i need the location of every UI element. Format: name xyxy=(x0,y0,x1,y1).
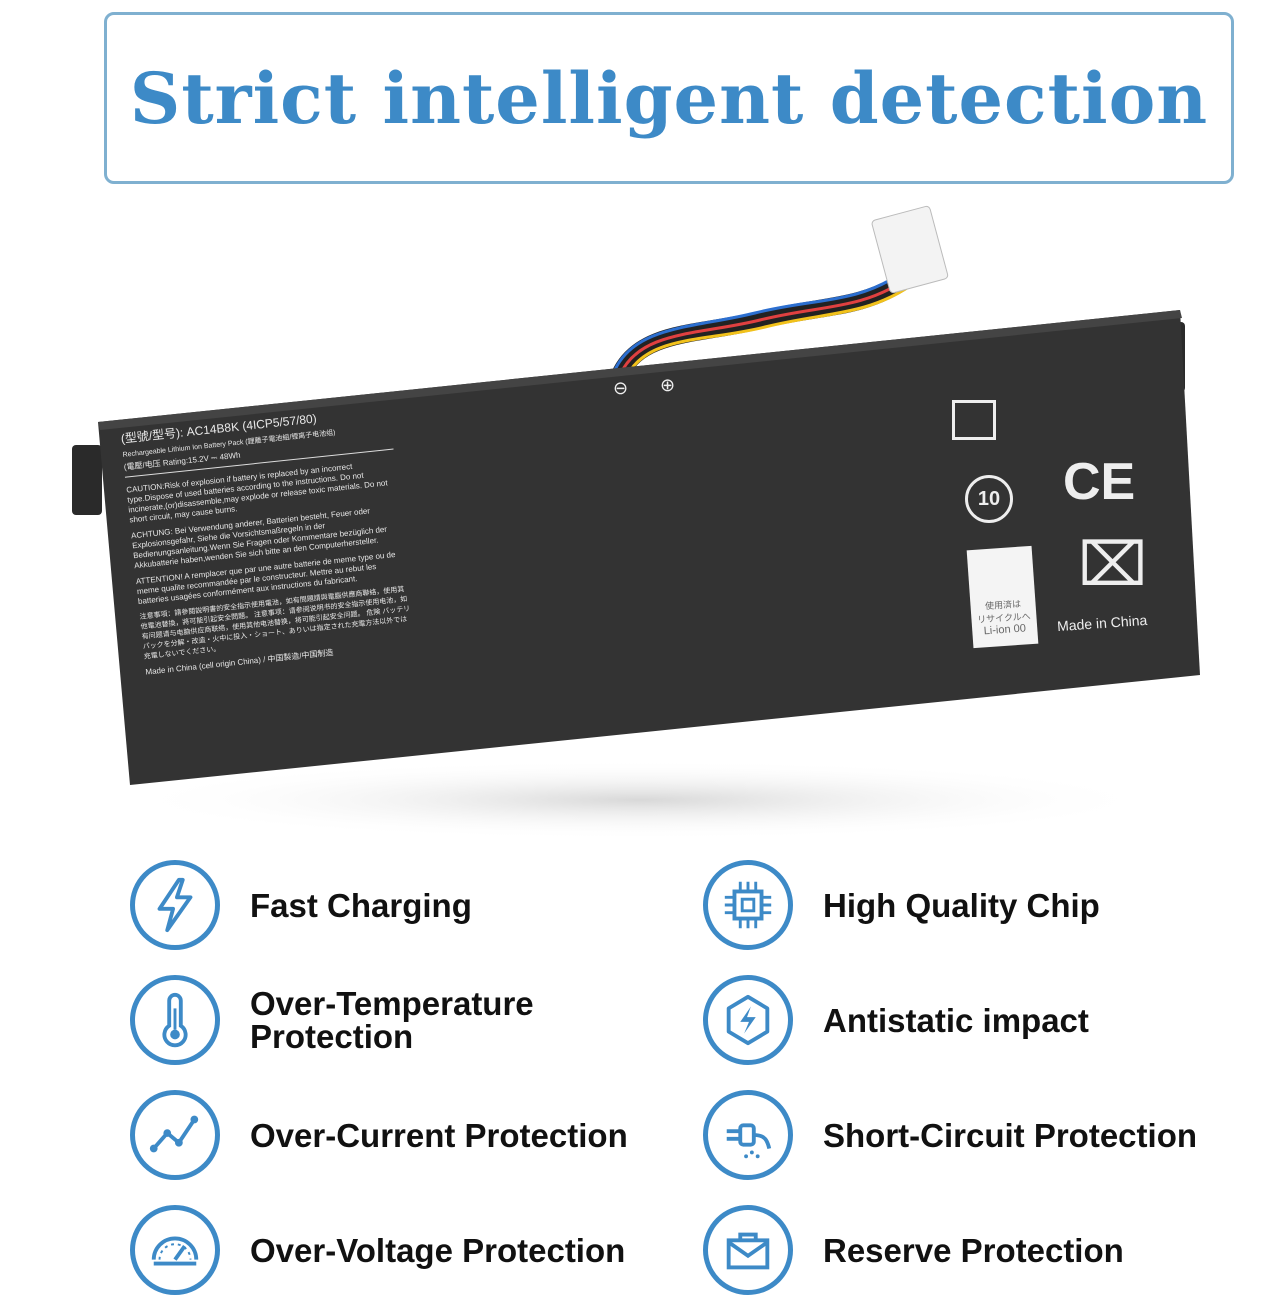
battery-tab-left xyxy=(72,445,102,515)
certification-mark-icon xyxy=(952,400,996,440)
feature-label: Antistatic impact xyxy=(823,1001,1089,1039)
title-box: Strict intelligent detection xyxy=(104,12,1234,184)
feature-label: Fast Charging xyxy=(250,886,472,924)
current-graph-icon xyxy=(130,1090,220,1180)
chip-icon xyxy=(703,860,793,950)
circle-10-icon: 10 xyxy=(965,475,1013,523)
feature-fast-charging: Fast Charging xyxy=(130,860,472,950)
feature-label: High Quality Chip xyxy=(823,886,1100,924)
features-grid: Fast Charging High Quality Chip Over-Tem… xyxy=(0,860,1280,1306)
feature-over-current: Over-Current Protection xyxy=(130,1090,628,1180)
plus-terminal-icon: ⊕ xyxy=(660,375,676,395)
feature-high-quality-chip: High Quality Chip xyxy=(703,860,1100,950)
feature-label: Over-Current Protection xyxy=(250,1116,628,1154)
feature-antistatic: Antistatic impact xyxy=(703,975,1089,1065)
feature-label: Short-Circuit Protection xyxy=(823,1116,1198,1154)
antistatic-shield-icon xyxy=(703,975,793,1065)
battery-image: (型號/型号): AC14B8K (4ICP5/57/80) Rechargea… xyxy=(60,200,1220,840)
feature-reserve-protection: Reserve Protection xyxy=(703,1205,1124,1295)
ce-mark: CE xyxy=(1063,453,1136,511)
battery-shadow xyxy=(120,760,1160,840)
gauge-icon xyxy=(130,1205,220,1295)
feature-label: Reserve Protection xyxy=(823,1231,1124,1269)
feature-short-circuit: Short-Circuit Protection xyxy=(703,1090,1197,1180)
feature-over-voltage: Over-Voltage Protection xyxy=(130,1205,625,1295)
battery-body xyxy=(98,310,1200,785)
thermometer-icon xyxy=(130,975,220,1065)
feature-label: Over-Temperature Protection xyxy=(250,985,534,1055)
weee-bin-icon: ⌧ xyxy=(1078,531,1148,598)
feature-label: Over-Voltage Protection xyxy=(250,1231,626,1269)
minus-terminal-icon: ⊖ xyxy=(613,378,629,398)
feature-over-temperature: Over-Temperature Protection xyxy=(130,975,670,1065)
lightning-bolt-icon xyxy=(130,860,220,950)
envelope-icon xyxy=(703,1205,793,1295)
plug-spark-icon xyxy=(703,1090,793,1180)
page-title: Strict intelligent detection xyxy=(129,56,1209,140)
recycle-label: 使用済は リサイクルへ Li-ion 00 xyxy=(966,545,1039,649)
battery-cable xyxy=(611,205,949,380)
